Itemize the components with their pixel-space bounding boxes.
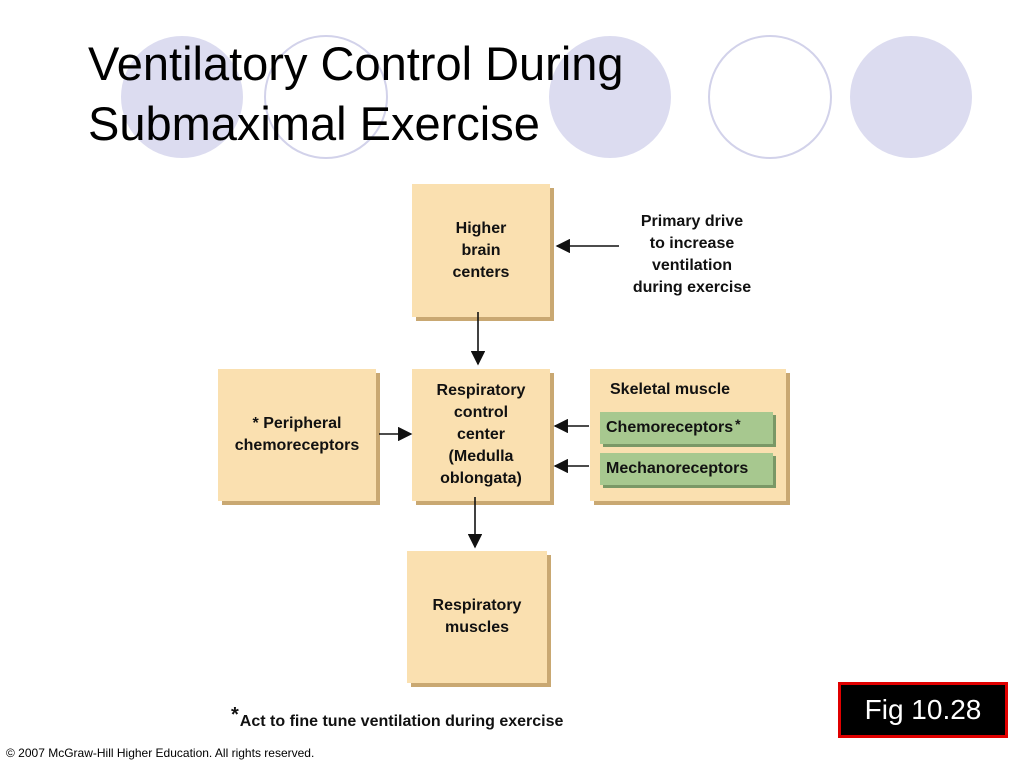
title-line: Submaximal Exercise: [88, 97, 540, 150]
box-text: (Medulla: [448, 448, 514, 465]
figure-number-label: Fig 10.28: [838, 682, 1008, 738]
chemoreceptors-label: Chemoreceptors: [606, 419, 734, 436]
footnote-asterisk: *: [231, 704, 239, 726]
box-text: centers: [452, 263, 510, 281]
box-text: chemoreceptors: [234, 437, 360, 454]
higher-brain-centers-box: Higher brain centers: [412, 184, 550, 317]
label-text: to increase: [649, 235, 735, 252]
skeletal-muscle-title: Skeletal muscle: [610, 381, 731, 398]
box-text: center: [456, 426, 506, 443]
title-line: Ventilatory Control During: [88, 37, 624, 90]
box-text: oblongata): [440, 470, 522, 487]
label-text: ventilation: [651, 257, 732, 274]
label-text: Primary drive: [640, 213, 744, 230]
box-text: control: [453, 404, 509, 421]
deco-circle: [264, 35, 388, 159]
mechanoreceptors-box: Mechanoreceptors: [600, 453, 773, 485]
peripheral-chemoreceptors-box: * Peripheral chemoreceptors: [218, 369, 376, 501]
footnote: *Act to fine tune ventilation during exe…: [231, 704, 564, 732]
skeletal-muscle-box: Skeletal muscle Chemoreceptors* Mechanor…: [590, 369, 786, 501]
deco-circle: [549, 36, 671, 158]
chemoreceptors-box: Chemoreceptors*: [600, 412, 773, 444]
decorative-circles: [121, 35, 972, 159]
respiratory-muscles-box: Respiratory muscles: [407, 551, 547, 683]
primary-drive-label: Primary drive to increase ventilation du…: [612, 211, 772, 299]
box-text: Respiratory: [432, 597, 522, 614]
copyright-notice: © 2007 McGraw-Hill Higher Education. All…: [6, 746, 315, 760]
box-text: muscles: [444, 619, 510, 636]
box-text: Higher: [455, 219, 507, 237]
deco-circle: [850, 36, 972, 158]
label-text: during exercise: [632, 279, 752, 296]
diagram-arrows: [379, 238, 619, 549]
deco-circle: [121, 36, 243, 158]
slide-title: Ventilatory Control During Submaximal Ex…: [88, 34, 788, 154]
ventilatory-control-diagram: Higher brain centers Primary drive to in…: [207, 179, 808, 741]
deco-circle: [708, 35, 832, 159]
box-text: Respiratory: [436, 382, 526, 399]
footnote-text: Act to fine tune ventilation during exer…: [239, 713, 564, 730]
mechanoreceptors-label: Mechanoreceptors: [606, 460, 749, 477]
box-text: brain: [461, 241, 501, 259]
box-text: * Peripheral: [252, 415, 342, 432]
respiratory-control-center-box: Respiratory control center (Medulla oblo…: [412, 369, 550, 501]
asterisk: *: [735, 416, 741, 432]
